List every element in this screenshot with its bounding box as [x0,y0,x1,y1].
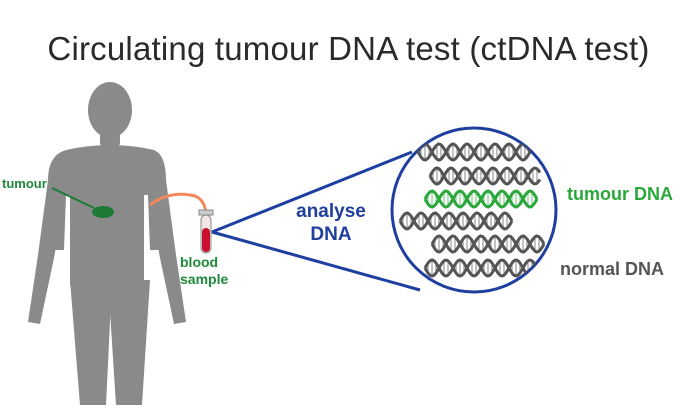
zoom-line-bottom [211,230,421,292]
page-title: Circulating tumour DNA test (ctDNA test) [47,30,650,67]
dna-group [398,142,546,278]
tumour-label: tumour [2,176,47,191]
dna-strand [430,234,546,254]
blood-label-line1: blood [180,254,219,270]
dna-strand [428,166,542,186]
dna-strand [398,211,514,231]
blood-sample-label: blood sample [180,254,228,288]
analyse-label-line2: DNA [310,224,352,245]
dna-strand [428,166,542,186]
tumour-icon [92,206,114,218]
zoom-line-top [211,150,413,234]
analyse-dna-label: analyse DNA [286,200,376,246]
human-silhouette-icon [28,82,186,405]
dna-helix-icon [398,211,514,231]
blood-label-line2: sample [180,271,229,287]
dna-helix-icon [423,189,539,209]
normal-dna-label: normal DNA [560,259,665,279]
tumour-dna-label: tumour DNA [567,184,673,204]
blood-draw-line [149,192,208,215]
blood-tube-icon [198,209,214,254]
dna-helix-icon [416,142,532,162]
tumour-pointer [51,187,95,209]
analyse-label-line1: analyse [296,201,366,222]
dna-helix-icon [428,166,542,186]
dna-helix-icon [423,258,537,278]
dna-strand [423,258,537,278]
dna-helix-icon [430,234,546,254]
dna-strand [423,258,537,278]
dna-strand [423,189,539,209]
dna-strand [416,142,532,162]
